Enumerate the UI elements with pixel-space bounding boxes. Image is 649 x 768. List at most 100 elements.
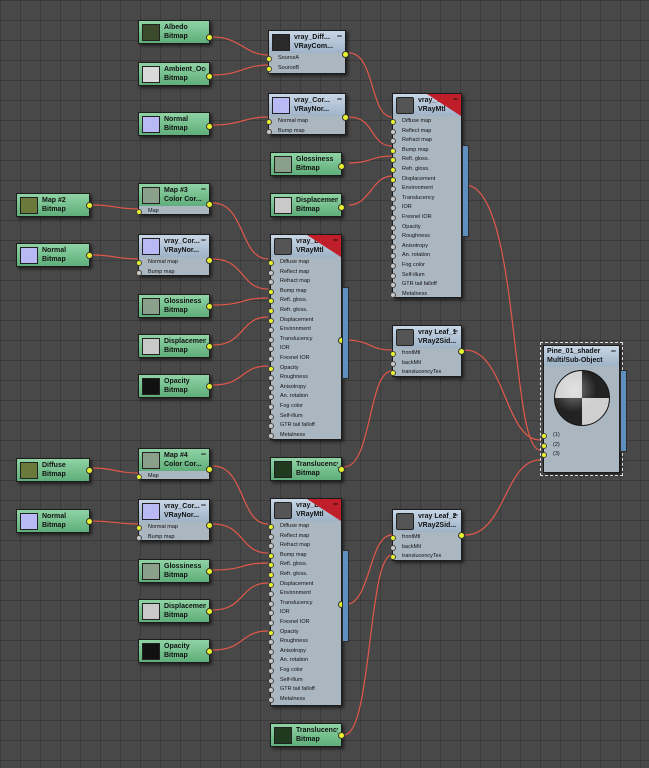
material-slot[interactable]: Refl. gloss.: [268, 296, 341, 306]
input-port[interactable]: [268, 696, 274, 703]
collapse-icon[interactable]: −: [332, 235, 338, 245]
input-port[interactable]: [268, 317, 274, 324]
material-slot[interactable]: IOR: [268, 344, 341, 354]
slot-normal-map[interactable]: Normal map: [136, 523, 209, 533]
input-port[interactable]: [268, 581, 274, 588]
displacement-bitmap-node-3[interactable]: Displacemen...Bitmap: [138, 599, 213, 623]
input-port[interactable]: [390, 186, 396, 193]
displacement-bitmap-node[interactable]: Displacemen...Bitmap: [270, 193, 345, 217]
material-slot[interactable]: Reflect map: [268, 532, 341, 542]
input-port[interactable]: [268, 658, 274, 665]
input-port[interactable]: [268, 432, 274, 439]
material-slot[interactable]: Roughness: [268, 373, 341, 383]
output-port[interactable]: [86, 252, 93, 259]
collapse-icon[interactable]: −: [332, 499, 338, 509]
input-port[interactable]: [268, 610, 274, 617]
output-port[interactable]: [206, 608, 213, 615]
input-port[interactable]: [390, 262, 396, 269]
material-slot[interactable]: GTR tail falloff: [390, 280, 461, 290]
vray-normal-map-node-2[interactable]: vray_Cor...VRayNor... − Normal map Bump …: [136, 234, 213, 276]
input-port[interactable]: [390, 282, 396, 289]
material-slot[interactable]: Refl. gloss.: [268, 560, 341, 570]
material-slot[interactable]: Refract map: [268, 277, 341, 287]
output-port[interactable]: [338, 732, 345, 739]
input-port[interactable]: [268, 600, 274, 607]
collapse-icon[interactable]: −: [452, 94, 458, 104]
material-slot[interactable]: Environment: [268, 325, 341, 335]
input-port[interactable]: [268, 346, 274, 353]
material-slot[interactable]: Fresnel IOR: [390, 213, 461, 223]
input-port[interactable]: [268, 648, 274, 655]
input-port[interactable]: [390, 128, 396, 135]
input-port[interactable]: [268, 384, 274, 391]
input-port[interactable]: [268, 394, 274, 401]
material-slot[interactable]: Displacement: [390, 175, 461, 185]
collapse-icon[interactable]: −: [200, 500, 206, 510]
material-slot[interactable]: Fog color: [390, 261, 461, 271]
material-slot[interactable]: Diffuse map: [268, 258, 341, 268]
output-port[interactable]: [206, 73, 213, 80]
input-port[interactable]: [268, 562, 274, 569]
input-port[interactable]: [390, 234, 396, 241]
material-slot[interactable]: Self-illum: [268, 412, 341, 422]
slot-map[interactable]: Map: [136, 207, 209, 217]
output-port[interactable]: [86, 202, 93, 209]
input-port[interactable]: [390, 176, 396, 183]
slot-translucency-tex[interactable]: translucencyTex: [390, 368, 461, 378]
input-port[interactable]: [268, 269, 274, 276]
material-slot[interactable]: Roughness: [390, 232, 461, 242]
input-port[interactable]: [390, 243, 396, 250]
input-port[interactable]: [268, 307, 274, 314]
collapse-icon[interactable]: −: [610, 346, 616, 356]
input-port[interactable]: [390, 166, 396, 173]
input-port[interactable]: [268, 552, 274, 559]
material-slot[interactable]: Refr. gloss.: [268, 570, 341, 580]
output-port[interactable]: [338, 204, 345, 211]
input-port[interactable]: [268, 355, 274, 362]
material-slot[interactable]: Fog color: [268, 402, 341, 412]
slot-back-mtl[interactable]: backMtl: [390, 359, 461, 369]
material-slot[interactable]: Self-illum: [390, 271, 461, 281]
input-port[interactable]: [390, 214, 396, 221]
material-slot[interactable]: Fresnel IOR: [268, 618, 341, 628]
output-port[interactable]: [206, 522, 213, 529]
input-port[interactable]: [268, 413, 274, 420]
input-port[interactable]: [390, 253, 396, 260]
slot-back-mtl[interactable]: backMtl: [390, 543, 461, 553]
output-port[interactable]: [206, 34, 213, 41]
material-slot[interactable]: Translucency: [268, 335, 341, 345]
input-port[interactable]: [268, 543, 274, 550]
input-port[interactable]: [268, 260, 274, 266]
node-scroll-bar[interactable]: [342, 550, 349, 642]
output-port[interactable]: [206, 257, 213, 264]
material-slot[interactable]: Environment: [268, 589, 341, 599]
vray-normal-map-node[interactable]: vray_Cor...VRayNor... − Normal map Bump …: [266, 93, 349, 135]
input-port[interactable]: [268, 524, 274, 530]
output-port[interactable]: [86, 518, 93, 525]
input-port[interactable]: [268, 298, 274, 305]
collapse-icon[interactable]: −: [200, 235, 206, 245]
input-port[interactable]: [268, 677, 274, 684]
collapse-icon[interactable]: −: [336, 31, 342, 41]
vray-composite-node[interactable]: vray_Diff...VRayCom... − SourceA SourceB: [266, 30, 349, 74]
input-port[interactable]: [268, 639, 274, 646]
material-slot[interactable]: Environment: [390, 184, 461, 194]
ambient-occlusion-bitmap-node[interactable]: Ambient_Occl...Bitmap: [138, 62, 213, 86]
material-slot[interactable]: An. rotation: [268, 656, 341, 666]
input-port[interactable]: [268, 533, 274, 540]
material-slot[interactable]: Translucency: [268, 599, 341, 609]
input-port[interactable]: [268, 619, 274, 626]
material-slot[interactable]: GTR tail falloff: [268, 685, 341, 695]
material-slot[interactable]: Bump map: [390, 146, 461, 156]
output-port[interactable]: [86, 467, 93, 474]
material-slot[interactable]: Refract map: [390, 136, 461, 146]
output-port[interactable]: [206, 466, 213, 473]
